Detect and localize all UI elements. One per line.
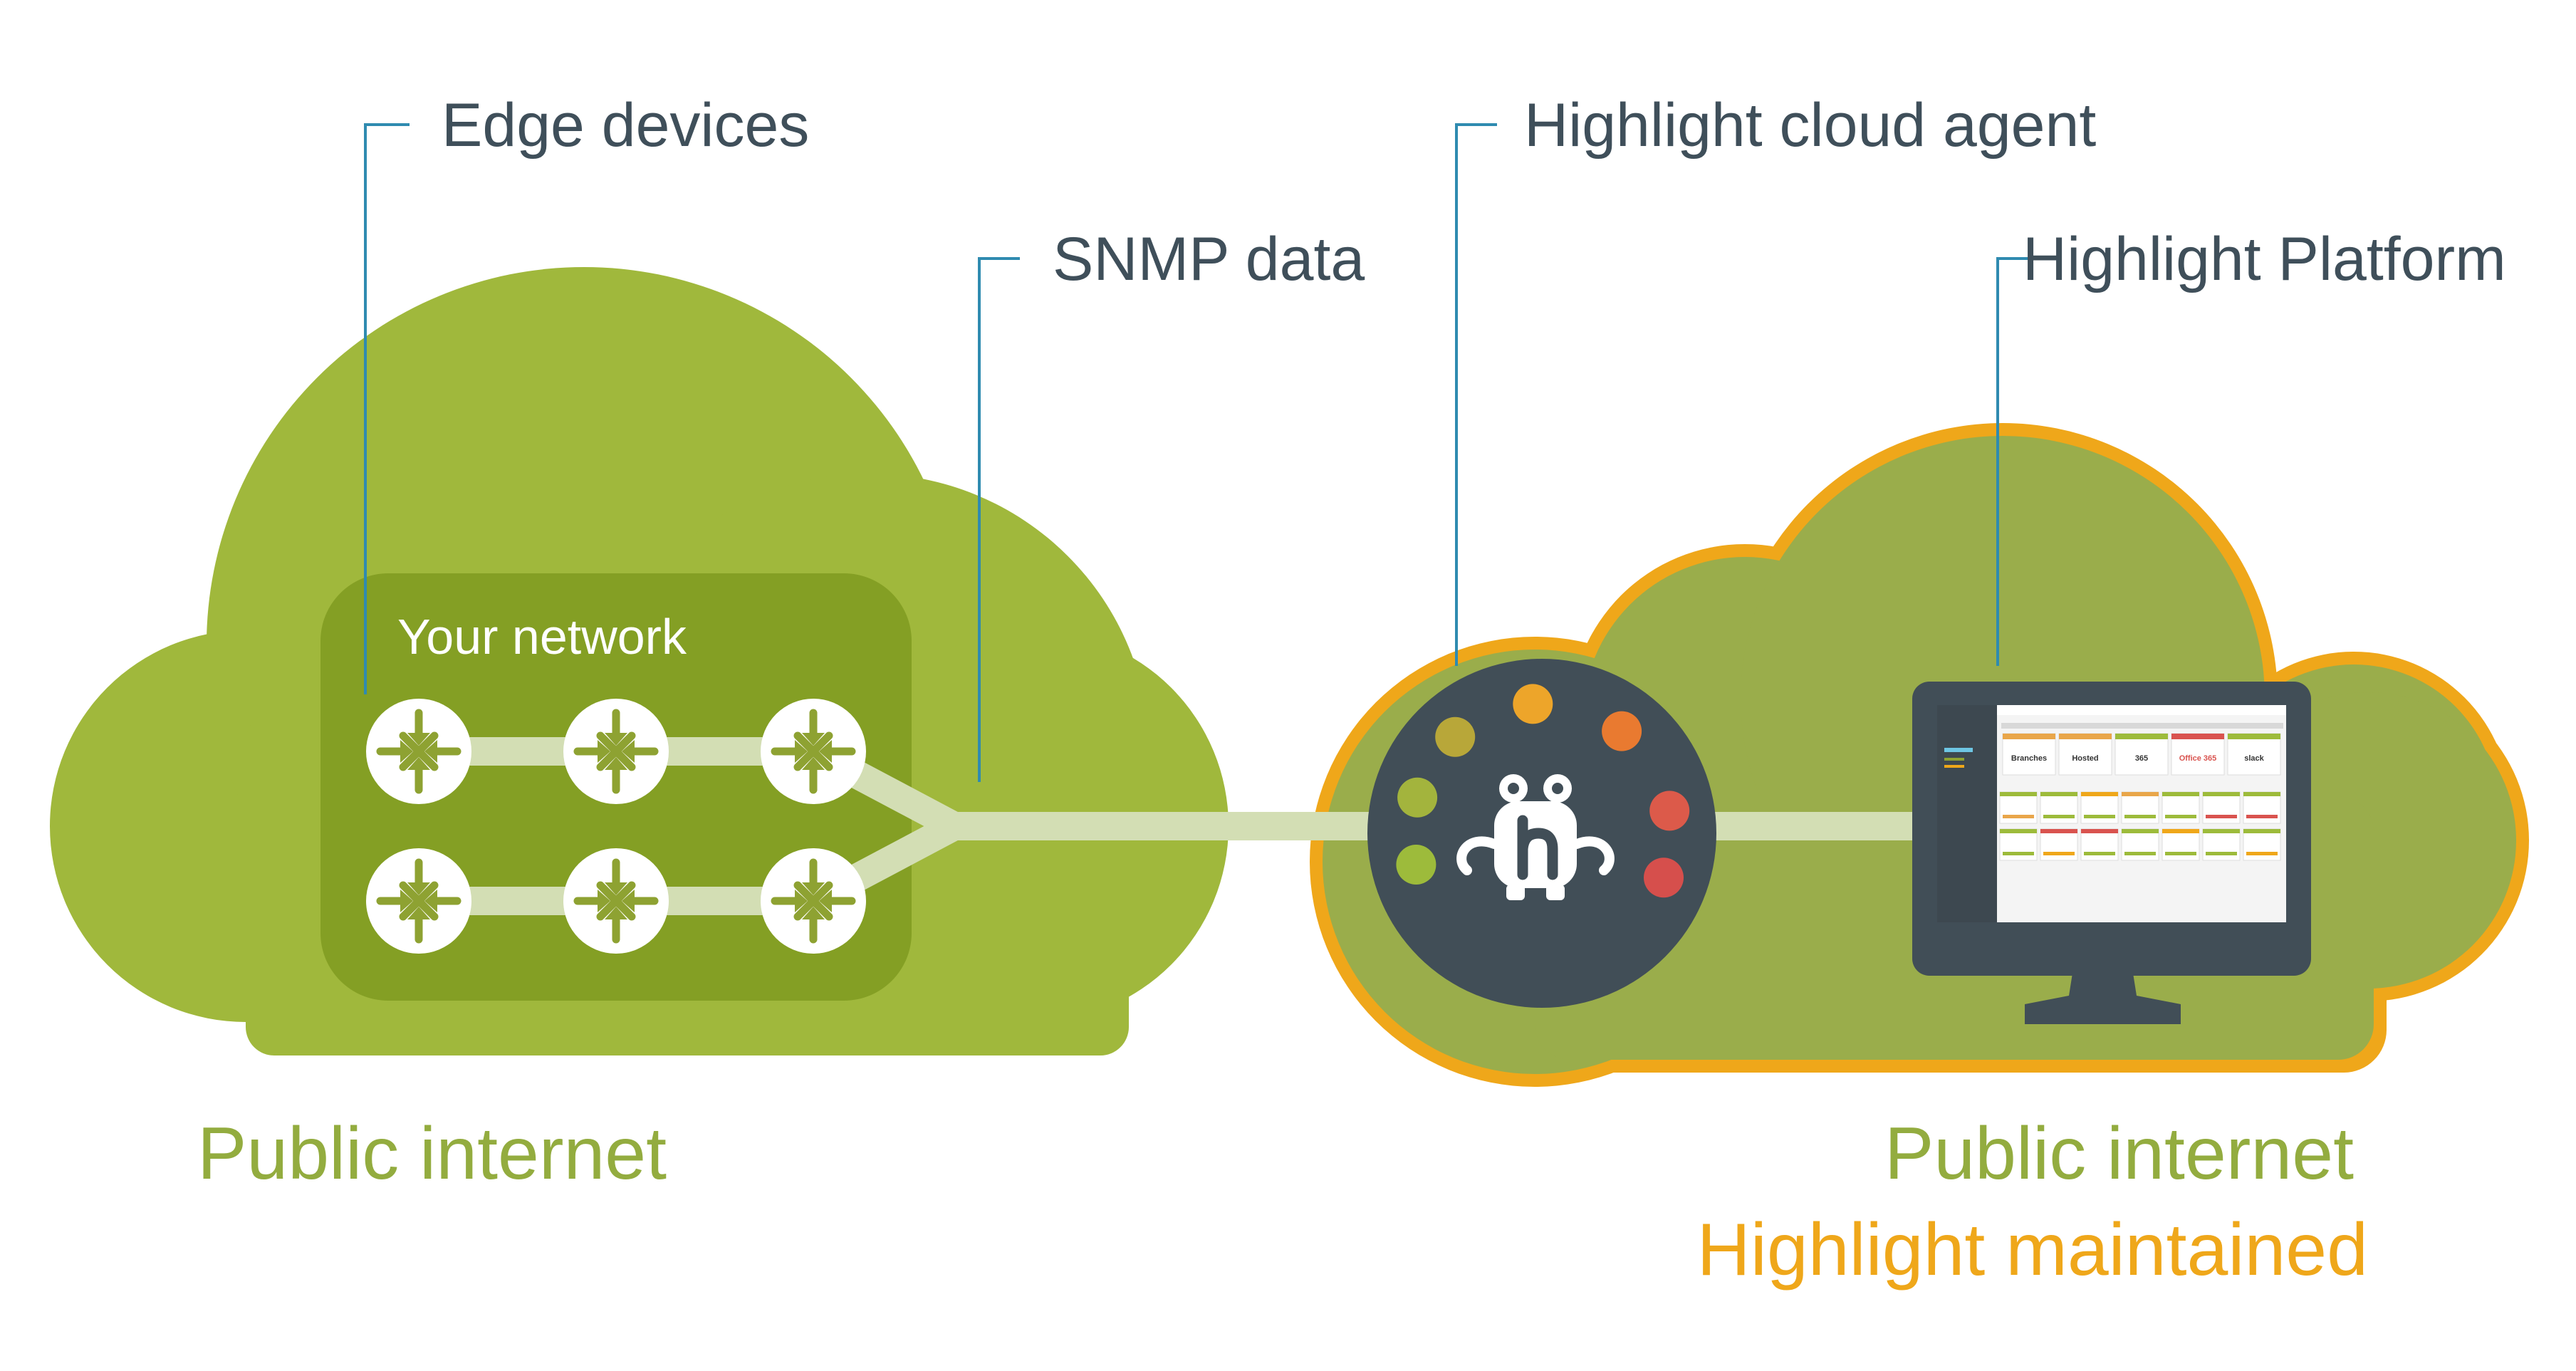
screen-grid-tile-bar (2084, 815, 2115, 818)
screen-tile-label: Office 365 (2179, 754, 2217, 763)
screen-grid-tile-bar (2246, 815, 2278, 818)
screen-tile-header (2228, 734, 2280, 739)
status-dot (1397, 777, 1438, 818)
screen-grid-tile-header (2162, 829, 2199, 833)
screen-grid-tile-header (2122, 792, 2159, 796)
status-dot (1396, 845, 1436, 885)
screen-grid-tile (2080, 828, 2119, 861)
screen-tile-label: slack (2244, 754, 2264, 763)
platform-label: Highlight Platform (2023, 225, 2506, 293)
screen-grid-tile-header (2000, 829, 2037, 833)
screen-grid-tile (2202, 828, 2241, 861)
cloud-agent-label: Highlight cloud agent (1524, 91, 2096, 160)
screen-grid-tile-bar (2003, 852, 2034, 855)
platform-tiles: Branches Hosted 365 Office 365 slack (2002, 733, 2281, 776)
screen-tile-header (2059, 734, 2112, 739)
screen-grid-tile-header (2203, 792, 2240, 796)
screen-grid-tile (2202, 791, 2241, 824)
screen-grid-tile-header (2203, 829, 2240, 833)
screen-grid-tile (1999, 828, 2038, 861)
screen-grid-tile-bar (2124, 815, 2156, 818)
screen-grid-tile (2243, 828, 2281, 861)
status-dot (1602, 711, 1642, 751)
screen-tile-label: Branches (2011, 754, 2047, 763)
router-icon (761, 848, 866, 954)
screen-tile-header (2115, 734, 2168, 739)
screen-grid-tile (2162, 828, 2200, 861)
monitor-icon: Branches Hosted 365 Office 365 slack (1912, 682, 2311, 1024)
router-icon (563, 699, 669, 804)
screen-grid-tile-bar (2206, 852, 2237, 855)
platform-grid (1999, 791, 2281, 861)
status-dot (1435, 716, 1476, 757)
screen-tile (2058, 733, 2112, 776)
highlight-cloud-agent (1367, 659, 1716, 1008)
router-icon (563, 848, 669, 954)
screen-grid-tile (2243, 791, 2281, 824)
router-icon (366, 848, 471, 954)
screen-grid-tile-bar (2206, 815, 2237, 818)
screen-grid-tile (2040, 828, 2078, 861)
screen-grid-tile-bar (2084, 852, 2115, 855)
screen-grid-tile-bar (2165, 815, 2196, 818)
screen-grid-tile-header (2081, 829, 2118, 833)
status-dots (1396, 684, 1690, 898)
screen-grid-tile-header (2243, 792, 2280, 796)
router-icon (761, 699, 866, 804)
screen-grid-tile-bar (2124, 852, 2156, 855)
screen-grid-tile-bar (2043, 815, 2075, 818)
screen-grid-tile-header (2040, 829, 2077, 833)
screen-grid-tile (2040, 791, 2078, 824)
screen-tile-header (2003, 734, 2055, 739)
platform-screen: Branches Hosted 365 Office 365 slack (1937, 705, 2286, 922)
snmp-data-label: SNMP data (1053, 225, 1365, 293)
screen-grid-tile (2162, 791, 2200, 824)
screen-tile (2227, 733, 2281, 776)
screen-grid-tile-header (2000, 792, 2037, 796)
screen-grid-tile-header (2081, 792, 2118, 796)
screen-grid-tile (1999, 791, 2038, 824)
screen-grid-tile-bar (2165, 852, 2196, 855)
screen-tile-header (2171, 734, 2224, 739)
screen-grid-tile-bar (2246, 852, 2278, 855)
screen-grid-tile-header (2162, 792, 2199, 796)
screen-grid-tile-header (2122, 829, 2159, 833)
screen-tile-label: 365 (2135, 754, 2148, 763)
edge-devices-label: Edge devices (442, 91, 809, 160)
screen-tile-label: Hosted (2072, 754, 2098, 763)
highlight-maintained-label: Highlight maintained (1697, 1209, 2368, 1291)
public-internet-left-label: Public internet (197, 1112, 667, 1195)
status-dot (1649, 791, 1690, 831)
screen-tile (2171, 733, 2225, 776)
callout-lines (364, 123, 2038, 782)
screen-grid-tile-header (2040, 792, 2077, 796)
screen-grid-tile-bar (2003, 815, 2034, 818)
status-dot (1644, 857, 1684, 898)
status-dot (1513, 684, 1553, 724)
screen-grid-tile (2121, 828, 2159, 861)
router-icon (366, 699, 471, 804)
screen-tile (2002, 733, 2056, 776)
screen-grid-tile-bar (2043, 852, 2075, 855)
your-network-label: Your network (397, 609, 687, 664)
highlight-robot-icon (1456, 774, 1615, 900)
screen-grid-tile-header (2243, 829, 2280, 833)
public-internet-right-label: Public internet (1884, 1112, 2354, 1195)
screen-grid-tile (2121, 791, 2159, 824)
screen-grid-tile (2080, 791, 2119, 824)
